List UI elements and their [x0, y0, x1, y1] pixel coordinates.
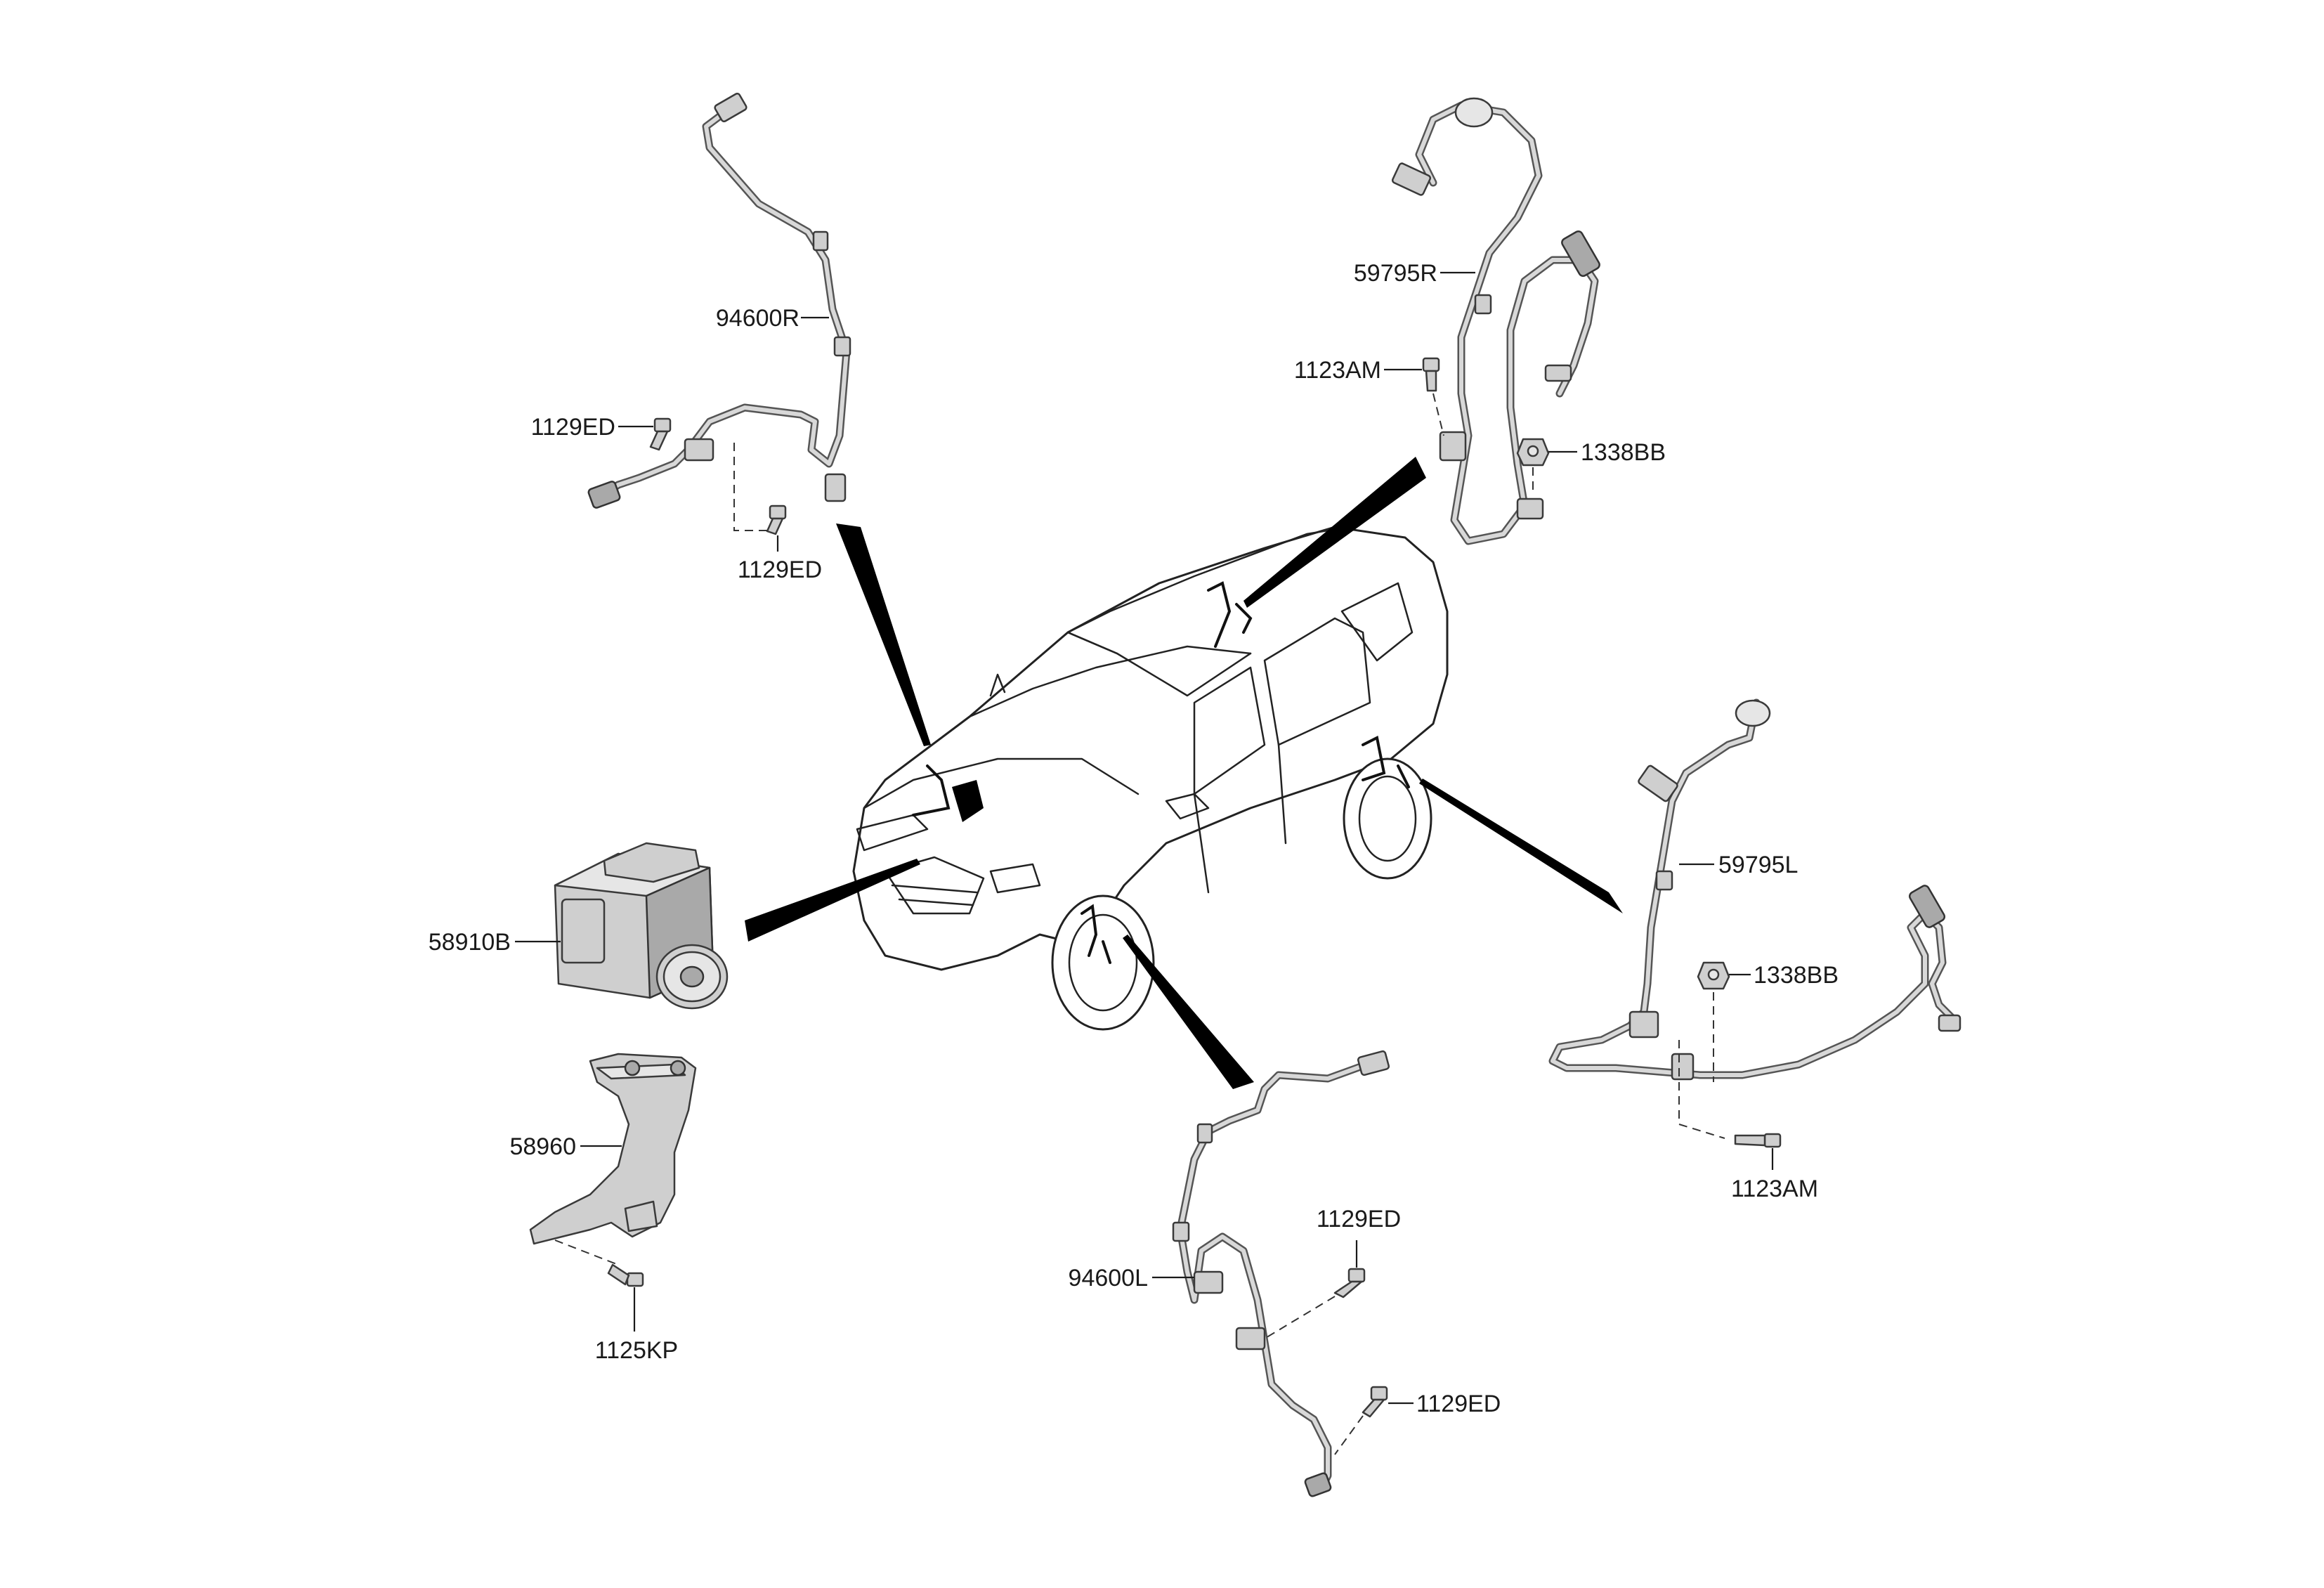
bolt-icon [1362, 1386, 1388, 1418]
label-1123AM-rr: 1123AM [1294, 357, 1381, 384]
pointer-abs [745, 859, 920, 942]
label-1129ED-fl-lower: 1129ED [1416, 1391, 1501, 1417]
vehicle-illustration [852, 526, 1449, 1031]
label-59795R: 59795R [1354, 260, 1437, 287]
label-94600L: 94600L [1069, 1265, 1148, 1291]
callout-pointers [745, 457, 1623, 1089]
nut-icon [1516, 438, 1550, 467]
abs-cable-rear-left [1548, 698, 1961, 1081]
pointer-front-left [1123, 935, 1254, 1089]
bolt-icon [649, 417, 672, 451]
label-1129ED-fr-lower: 1129ED [738, 557, 822, 583]
part-labels: 94600R 1129ED 1129ED 59795R 1123AM 1338B… [429, 260, 1839, 1417]
label-94600R: 94600R [716, 305, 799, 332]
label-58910B: 58910B [429, 929, 511, 956]
bolt-icon [607, 1263, 644, 1287]
bolt-icon [766, 505, 787, 535]
label-1123AM-rl: 1123AM [1731, 1176, 1818, 1202]
label-58960: 58960 [509, 1133, 576, 1160]
abs-hydraulic-unit [554, 842, 729, 1010]
label-1129ED-fl-upper: 1129ED [1317, 1206, 1401, 1232]
bolt-icon [1333, 1268, 1366, 1299]
abs-bracket [529, 1053, 697, 1245]
wheel-speed-sensor-front-right [587, 92, 851, 509]
label-1338BB-rl: 1338BB [1754, 962, 1839, 989]
bolt-icon [1734, 1133, 1782, 1148]
pointer-rear-right [1243, 457, 1426, 608]
label-1338BB-rr: 1338BB [1581, 439, 1666, 466]
bolt-icon [1422, 357, 1440, 392]
pointer-front-right [836, 523, 931, 746]
nut-icon [1697, 961, 1730, 990]
label-1129ED-fr-upper: 1129ED [531, 414, 615, 441]
label-1125KP: 1125KP [595, 1337, 678, 1364]
wheel-speed-sensor-front-left [1172, 1050, 1390, 1497]
pointer-rear-left [1419, 779, 1623, 913]
label-59795L: 59795L [1718, 852, 1798, 878]
abs-cable-rear-right [1391, 97, 1600, 545]
